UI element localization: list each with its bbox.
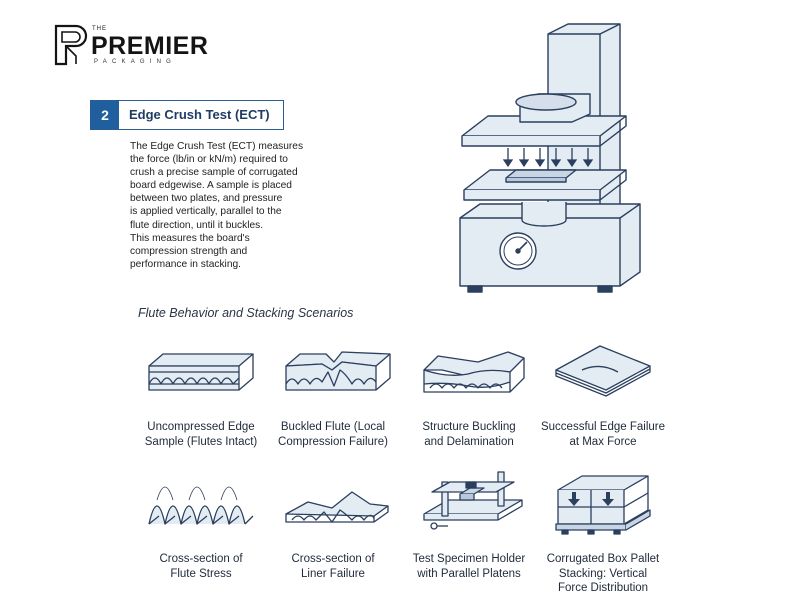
flute-stress-icon <box>148 486 254 525</box>
caption-specimen-holder: Test Specimen Holder with Parallel Plate… <box>412 553 526 580</box>
brand-logo: THE PREMIER PACKAGING <box>54 24 214 70</box>
section-header: 2 Edge Crush Test (ECT) <box>90 100 284 130</box>
logo-name-text: PREMIER <box>91 32 209 60</box>
logo-sub-text: PACKAGING <box>94 59 177 65</box>
pallet-stacking-icon <box>555 475 651 535</box>
scenarios-title: Flute Behavior and Stacking Scenarios <box>138 306 354 320</box>
description-line: board edgewise. A sample is placed <box>130 180 292 192</box>
section-title: Edge Crush Test (ECT) <box>129 107 270 122</box>
logo-pre-text: THE <box>92 26 107 32</box>
caption-buckled-flute: Buckled Flute (Local Compression Failure… <box>278 421 388 448</box>
description-line: crush a precise sample of corrugated <box>130 167 298 179</box>
caption-uncompressed-sample: Uncompressed Edge Sample (Flutes Intact) <box>144 421 258 448</box>
liner-failure-icon <box>285 491 389 523</box>
caption-structure-buckling: Structure Buckling and Delamination <box>422 421 516 448</box>
description-line: is applied vertically, parallel to the <box>130 206 282 218</box>
description-line: This measures the board's <box>130 232 250 244</box>
description-line: the force (lb/in or kN/m) required to <box>130 154 288 166</box>
edge-failure-icon <box>555 345 651 397</box>
section-number: 2 <box>91 101 119 129</box>
caption-flute-stress: Cross-section of Flute Stress <box>159 553 243 580</box>
uncompressed-sample-icon <box>148 353 254 391</box>
structure-buckling-icon <box>423 351 525 393</box>
buckled-flute-icon <box>285 351 391 391</box>
specimen-holder-icon <box>423 471 523 530</box>
description-line: flute direction, until it buckles. <box>130 219 264 231</box>
description-line: compression strength and <box>130 245 248 257</box>
description-line: performance in stacking. <box>130 258 241 270</box>
description-line: between two plates, and pressure <box>130 193 283 205</box>
description-line: The Edge Crush Test (ECT) measures <box>130 141 304 152</box>
section-description: The Edge Crush Test (ECT) measures the f… <box>130 140 308 271</box>
logo-mark-icon <box>54 24 88 66</box>
caption-edge-failure: Successful Edge Failure at Max Force <box>540 421 665 448</box>
ect-machine-icon <box>459 23 641 293</box>
caption-liner-failure: Cross-section of Liner Failure <box>291 553 375 580</box>
caption-pallet-stacking: Corrugated Box Pallet Stacking: Vertical… <box>546 553 660 594</box>
